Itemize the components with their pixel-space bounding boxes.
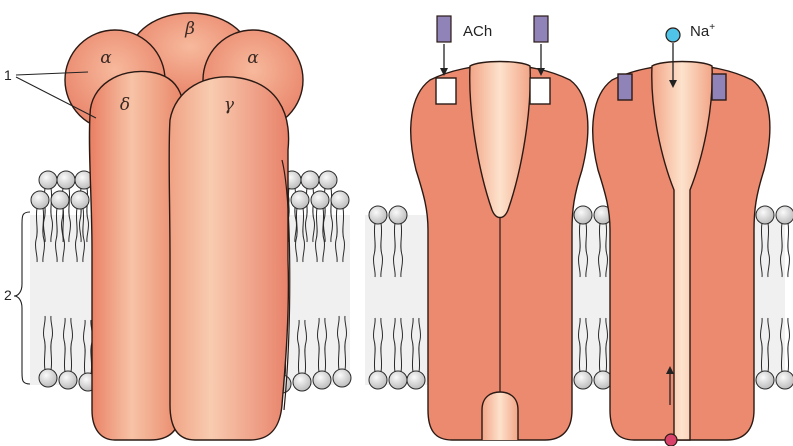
callout-2-number: 2 — [4, 287, 12, 303]
callout-1-number: 1 — [4, 67, 12, 83]
closed-binding-site-left — [436, 78, 456, 104]
closed-binding-site-right — [530, 78, 550, 104]
receptor-3d — [65, 13, 303, 440]
bound-ach-right — [712, 74, 726, 100]
subunit-label-alpha-right: α — [247, 48, 259, 68]
membrane-brace — [14, 212, 30, 384]
ach-ligand-left — [437, 16, 451, 76]
ach-ligand-right — [534, 16, 548, 76]
subunit-label-alpha-left: α — [100, 48, 112, 68]
closed-channel — [411, 62, 588, 441]
ach-label: ACh — [463, 23, 492, 40]
bound-ach-left — [618, 74, 632, 100]
open-channel — [593, 62, 770, 441]
na-label: Na+ — [690, 22, 715, 40]
subunit-label-delta: δ — [120, 95, 130, 115]
gamma-subunit — [169, 77, 288, 440]
subunit-label-gamma: γ — [224, 95, 235, 115]
subunit-label-beta: β — [184, 19, 195, 39]
